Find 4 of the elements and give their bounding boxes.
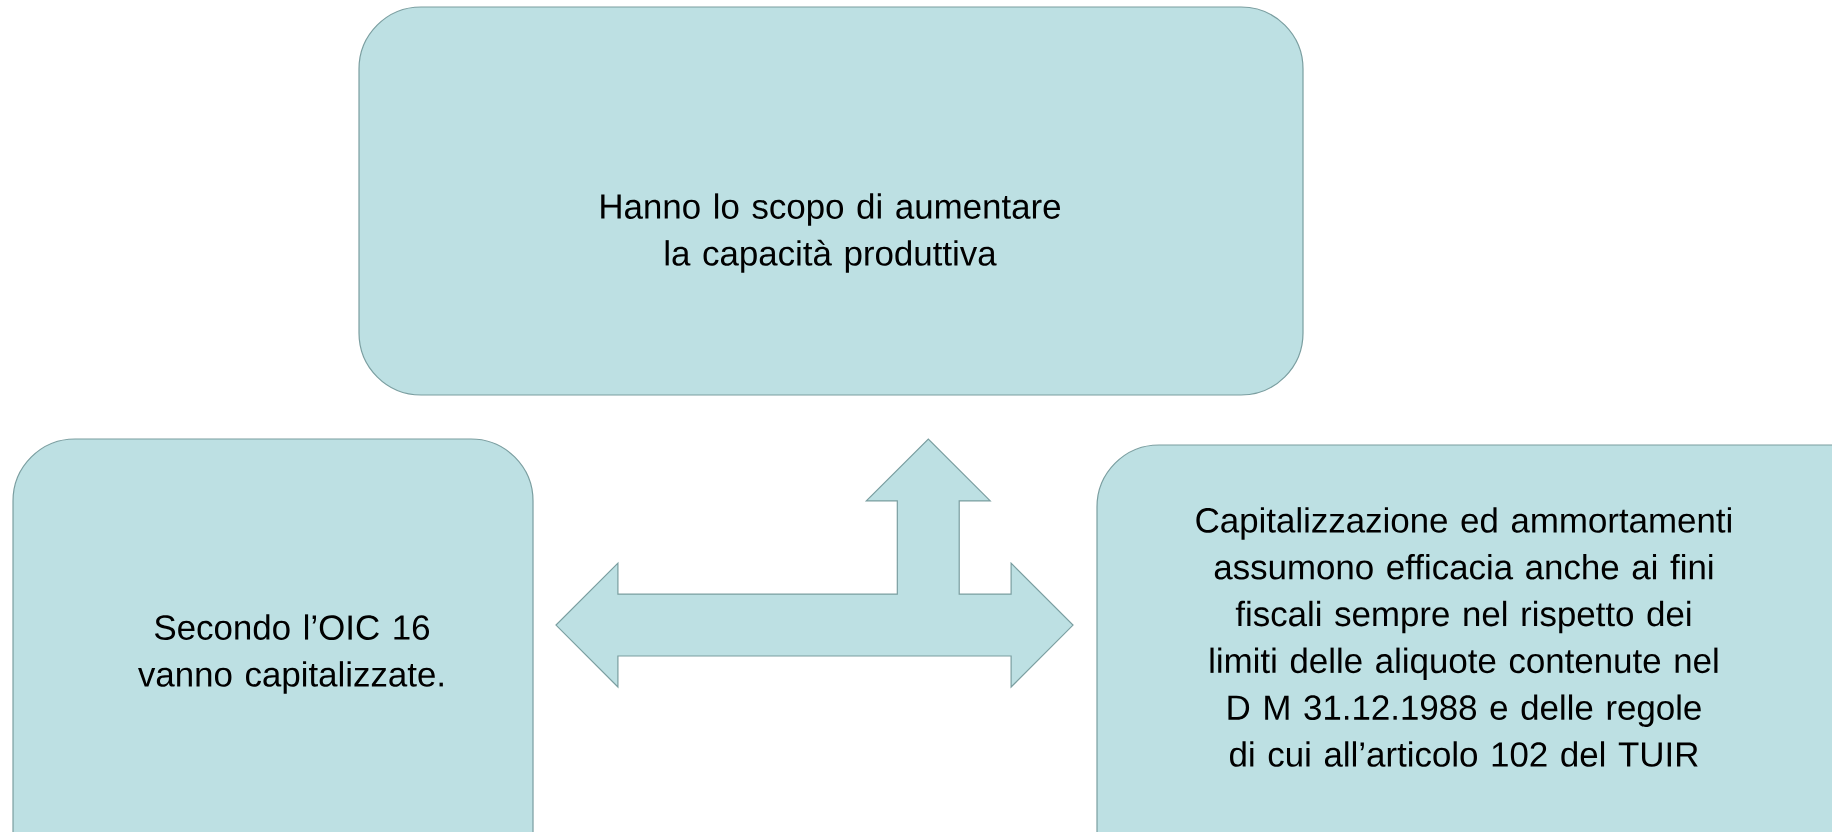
rounded-box: Secondo l’OIC 16 vanno capitalizzate. [12, 438, 534, 832]
rounded-box: Hanno lo scopo di aumentare la capacità produttiva [358, 6, 1304, 396]
rounded-box: Capitalizzazione ed ammortamenti assumono efficacia anche ai fini fiscali sempre nel rispetto dei limiti delle aliquote contenute nel D M 31.12.1988 e delle regole di cui all’articolo 102 del TUIR [1096, 444, 1832, 832]
three-way-arrow [555, 438, 1074, 689]
